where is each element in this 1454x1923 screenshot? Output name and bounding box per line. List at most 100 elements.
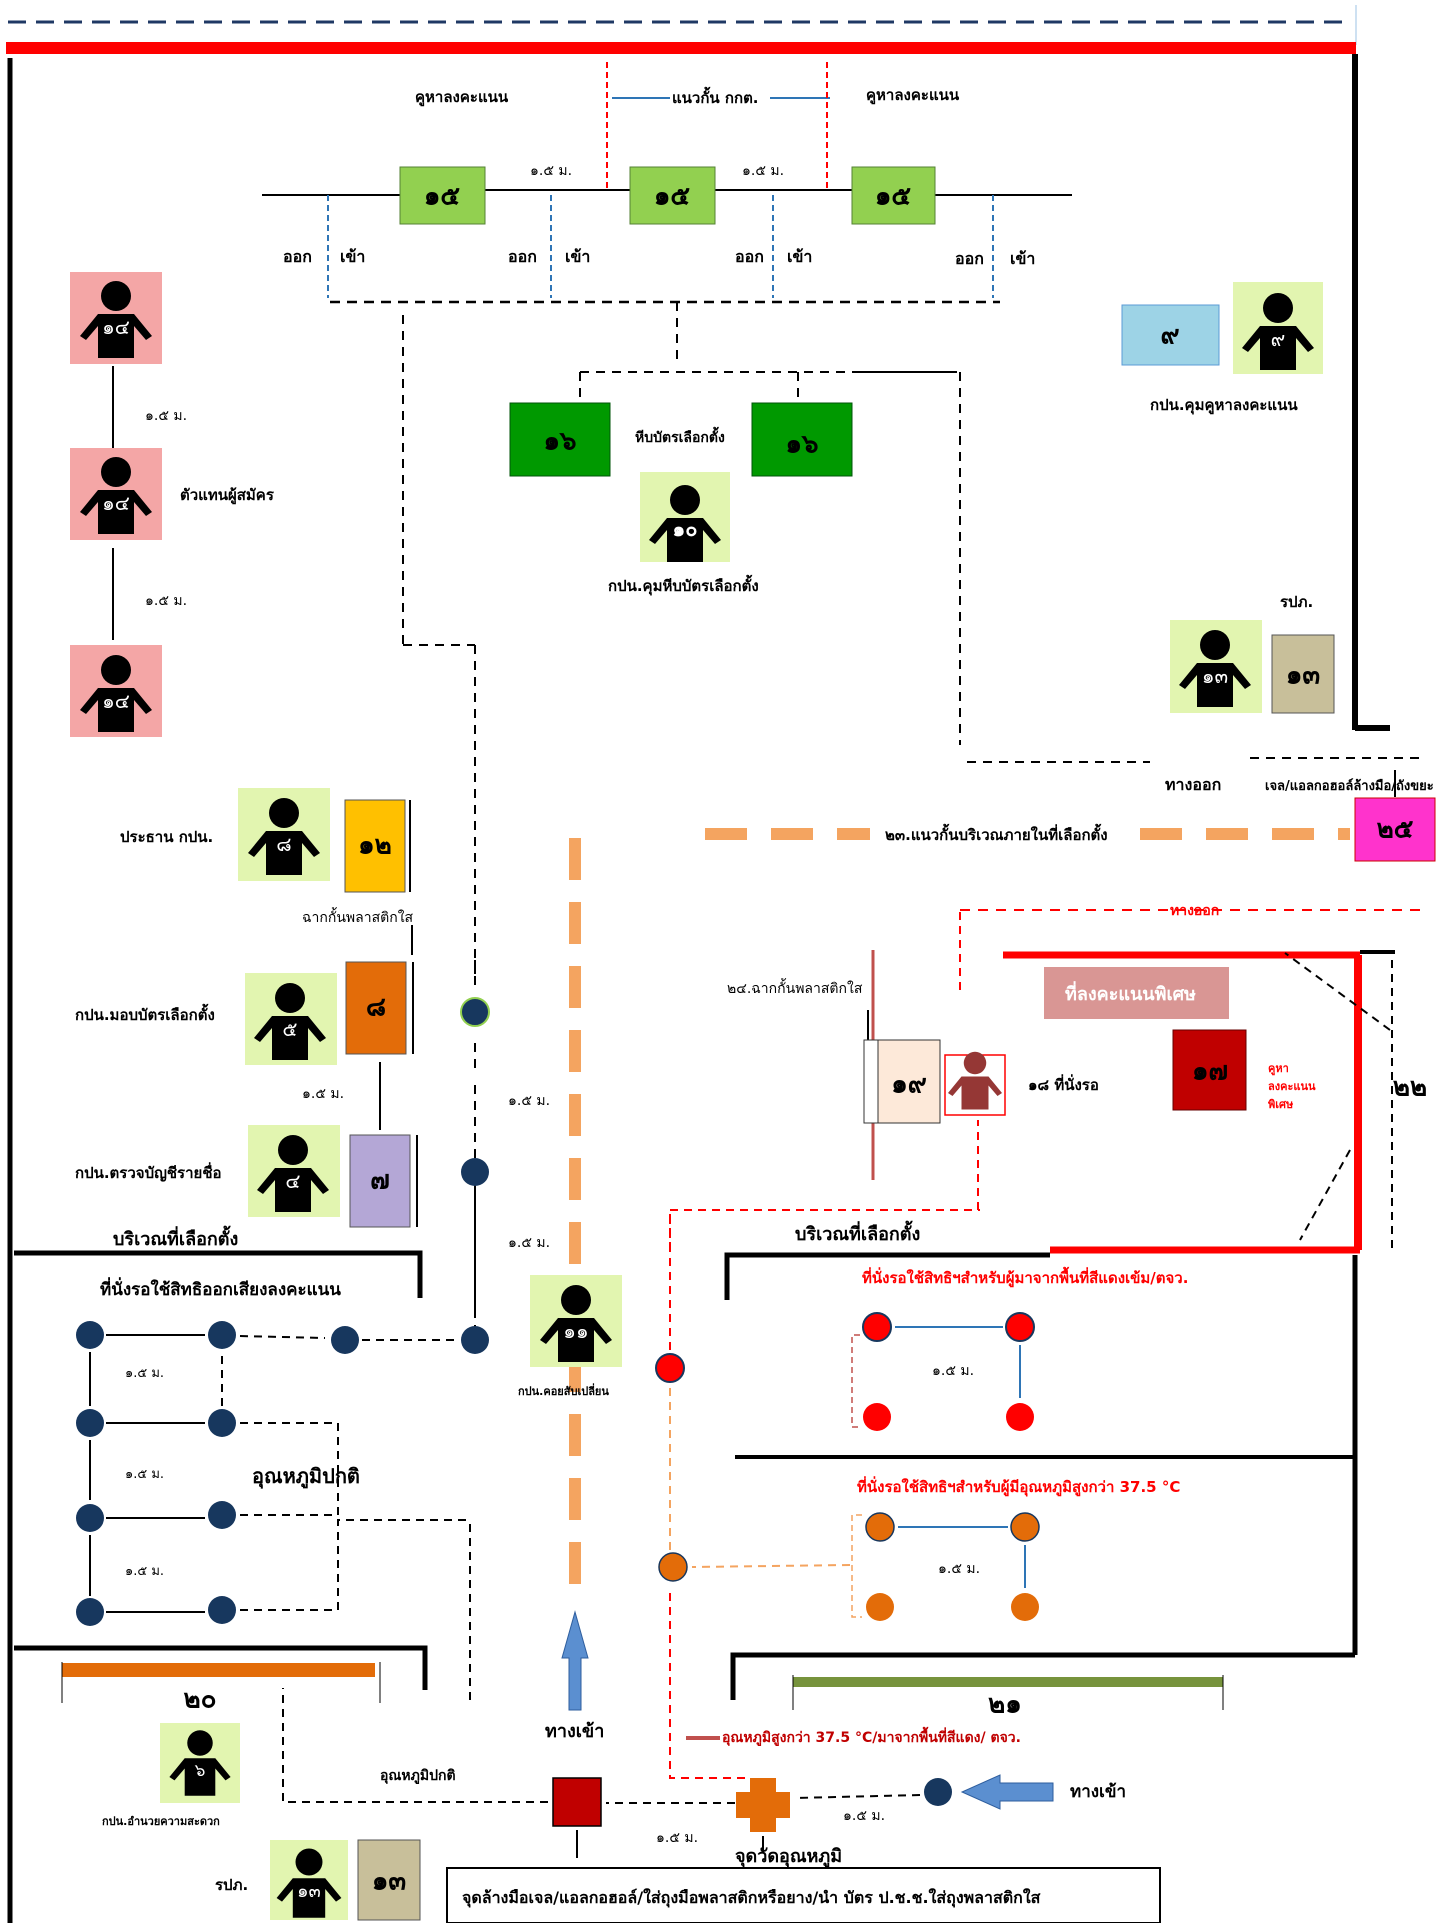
entrance-arrow <box>561 1610 589 1711</box>
ballot-box-2 <box>751 402 853 477</box>
police-top-number: ๑๓ <box>1202 664 1228 688</box>
exit-4: ออก <box>955 249 984 268</box>
booth-3-number: ๑๕ <box>875 182 912 212</box>
box-19 <box>877 1039 941 1124</box>
booth-17-label-3: พิเศษ <box>1268 1098 1294 1111</box>
red-zone-seats <box>655 1209 1035 1550</box>
high-temp-title: ที่นั่งรอใช้สิทธิฯสำหรับผู้มีอุณหภูมิสูง… <box>857 1476 1180 1497</box>
center-spacing-2: ๑.๕ ม. <box>508 1235 550 1251</box>
box-19-number: ๑๙ <box>891 1070 927 1100</box>
handwash-spacing: ๑.๕ ม. <box>656 1830 698 1846</box>
label-21: ๒๑ <box>988 1690 1022 1720</box>
booth-spacing-2: ๑.๕ ม. <box>742 163 784 179</box>
center-spacing-1: ๑.๕ ม. <box>508 1093 550 1109</box>
label-20: ๒๐ <box>183 1685 216 1715</box>
high-temp-seats <box>658 1512 1040 1621</box>
waiting-area-wall-top <box>14 1250 423 1298</box>
candidate-rep-2-number: ๑๔ <box>102 491 130 515</box>
handwash-label-box <box>446 1867 1161 1923</box>
candidate-spacing-2: ๑.๕ ม. <box>145 593 187 609</box>
candidate-spacing-1: ๑.๕ ม. <box>145 408 187 424</box>
helper-number: ๖ <box>195 1761 206 1781</box>
temp-point-icon <box>736 1778 790 1832</box>
police-bottom-box-number: ๑๓ <box>372 1867 406 1897</box>
special-voting-zone <box>863 909 1420 1254</box>
ballot-box-1 <box>509 402 611 477</box>
ballot-box-1-number: ๑๖ <box>543 427 576 457</box>
booth-17-label-1: คูหา <box>1268 1062 1289 1076</box>
entry-dot <box>924 1778 952 1806</box>
box-9 <box>1121 304 1220 366</box>
enter-2: เข้า <box>565 247 590 266</box>
police-bottom-number: ๑๓ <box>297 1881 321 1902</box>
voter-flow-path <box>402 302 1420 1350</box>
exit-2: ออก <box>508 247 537 266</box>
chairman-number: ๘ <box>276 832 291 856</box>
queue-dot-3 <box>461 1326 489 1354</box>
area-label-left: บริเวณที่เลือกตั้ง <box>113 1225 238 1250</box>
police-top-label: รปภ. <box>1280 593 1313 611</box>
booth-3 <box>851 166 936 225</box>
queue-dot-2 <box>461 1158 489 1186</box>
candidate-reps-label: ตัวแทนผู้สมัคร <box>180 486 275 505</box>
temp-point-label: จุดวัดอุณหภูมิ <box>735 1846 842 1868</box>
queue-dot-1 <box>460 997 490 1027</box>
exit-3: ออก <box>735 247 764 266</box>
special-title-box <box>1044 967 1229 1019</box>
ballot-box-2-number: ๑๖ <box>785 430 818 460</box>
special-exit-label: ทางออก <box>1170 903 1219 919</box>
helper-label: กปน.อำนวยความสะดวก <box>102 1815 220 1828</box>
police-bottom-label: รปภ. <box>215 1876 248 1894</box>
entrance-right-arrow <box>960 1774 1054 1810</box>
label-22: ๒๒ <box>1393 1073 1427 1103</box>
normal-temp-label: อุณหภูมิปกติ <box>252 1464 360 1490</box>
checker-number: ๔ <box>285 1169 300 1193</box>
handwash-station <box>552 1777 602 1827</box>
booth-label-right: คูหาลงคะแนน <box>866 86 960 105</box>
candidate-reps: ๑๔ ๑๔ ๑๔ ๑.๕ ม. ๑.๕ ม. ตัวแทนผู้สมัคร <box>70 272 275 737</box>
box-25 <box>1354 797 1436 862</box>
entrance-label: ทางเข้า <box>545 1721 604 1742</box>
grid-spacing-1: ๑.๕ ม. <box>125 1366 164 1381</box>
grid-spacing-2: ๑.๕ ม. <box>125 1467 164 1482</box>
issuer-number: ๕ <box>282 1017 297 1041</box>
person-9-label: กปน.คุมคูหาลงคะแนน <box>1150 396 1298 415</box>
chairman-box-number: ๑๒ <box>358 831 392 861</box>
candidate-rep-1-number: ๑๔ <box>102 315 130 339</box>
checker-box-number: ๗ <box>370 1166 390 1196</box>
box-9-number: ๙ <box>1160 321 1179 351</box>
high-temp-arrow-label: อุณหภูมิสูงกว่า 37.5 °C/มาจากพื้นที่สีแด… <box>722 1726 1021 1746</box>
sanitizer-label: เจล/แอลกอฮอล์ล้างมือ/ถังขยะ <box>1265 778 1434 794</box>
issuer-spacing: ๑.๕ ม. <box>302 1086 344 1102</box>
exit-1: ออก <box>283 247 312 266</box>
bottom-right-wall <box>730 1652 1355 1700</box>
chairman-box <box>344 799 406 893</box>
person-11-label: กปน.คอยสับเปลี่ยน <box>518 1383 609 1398</box>
red-zone-wall <box>724 1252 1050 1300</box>
entrance-right-label: ทางเข้า <box>1070 1782 1126 1802</box>
red-zone-title: ที่นั่งรอใช้สิทธิฯสำหรับผู้มาจากพื้นที่ส… <box>862 1266 1188 1288</box>
person-10-number: ๑๐ <box>673 517 698 541</box>
checker-label: กปน.ตรวจบัญชีรายชื่อ <box>75 1162 222 1182</box>
booth-17 <box>1172 1029 1247 1111</box>
bottom-left-wall <box>14 1645 428 1690</box>
enter-4: เข้า <box>1010 249 1035 268</box>
person-9-number: ๙ <box>1271 327 1286 351</box>
booth-row: ๑๕ ๑๕ ๑๕ ๑.๕ ม. ๑.๕ ม. คูหาลงคะแนน คูหาล… <box>262 62 1072 304</box>
checker-box <box>349 1134 411 1228</box>
exit-label: ทางออก <box>1165 775 1221 794</box>
barrier-23-label: ๒๓.แนวกั้นบริเวณภายในที่เลือกตั้ง <box>885 823 1108 844</box>
special-title: ที่ลงคะแนนพิเศษ <box>1065 981 1196 1005</box>
booth-1 <box>399 166 486 225</box>
box-25-number: ๒๕ <box>1377 815 1414 845</box>
person-10-label: กปน.คุมหีบบัตรเลือกตั้ง <box>608 574 759 596</box>
person-11-number: ๑๑ <box>563 1319 588 1343</box>
ect-barrier-label: แนวกั้น กกต. <box>672 86 759 107</box>
police-top-box <box>1271 634 1335 714</box>
booth-17-label-2: ลงคะแนน <box>1268 1080 1316 1093</box>
issuer-label: กปน.มอบบัตรเลือกตั้ง <box>75 1003 215 1024</box>
normal-temp-small: อุณหภูมิปกติ <box>380 1768 456 1784</box>
clear-screen-label: ฉากกั้นพลาสติกใส <box>302 907 414 926</box>
booth-spacing-1: ๑.๕ ม. <box>530 163 572 179</box>
